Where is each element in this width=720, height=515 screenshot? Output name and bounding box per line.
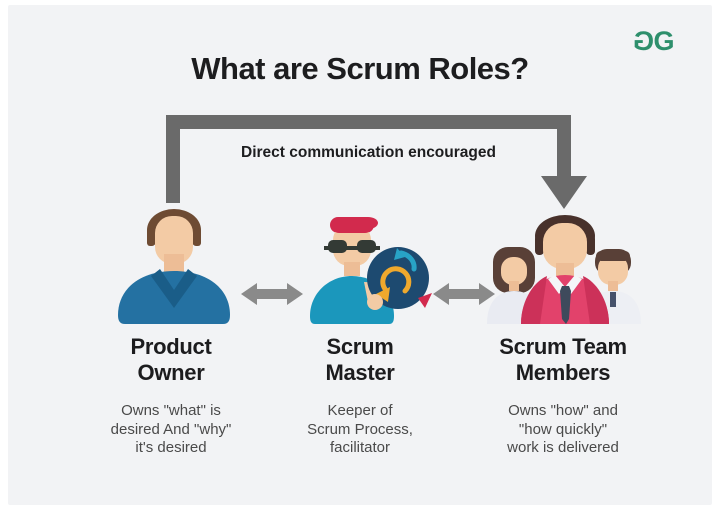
role-description-scrum-team-members: Owns "how" and "how quickly" work is del… xyxy=(507,402,619,456)
communication-arrow-right-segment xyxy=(557,115,571,177)
role-description-product-owner: Owns "what" is desired And "why" it's de… xyxy=(110,402,232,456)
logo-letter-left: G xyxy=(636,25,655,56)
page-title: What are Scrum Roles? xyxy=(191,51,529,86)
role-description-scrum-master: Keeper of Scrum Process, facilitator xyxy=(307,402,413,456)
product-owner-avatar xyxy=(118,209,230,324)
scrum-master-avatar xyxy=(310,217,432,324)
communication-arrow-head-icon xyxy=(541,176,587,209)
bidirectional-arrow-icon xyxy=(433,283,495,305)
role-label-scrum-team-members: Scrum Team Members xyxy=(499,334,627,385)
bidirectional-arrow-icon xyxy=(241,283,303,305)
role-label-product-owner: Product Owner xyxy=(130,334,212,385)
communication-label: Direct communication encouraged xyxy=(241,144,496,161)
communication-arrow-left-segment xyxy=(166,115,180,203)
logo-letter-right: G xyxy=(653,25,675,56)
glasses-icon xyxy=(324,240,380,253)
role-label-scrum-master: Scrum Master xyxy=(325,334,395,385)
scrum-sphere-icon xyxy=(367,247,432,309)
scrum-team-avatar xyxy=(487,215,641,324)
communication-arrow-top-segment xyxy=(166,115,571,129)
